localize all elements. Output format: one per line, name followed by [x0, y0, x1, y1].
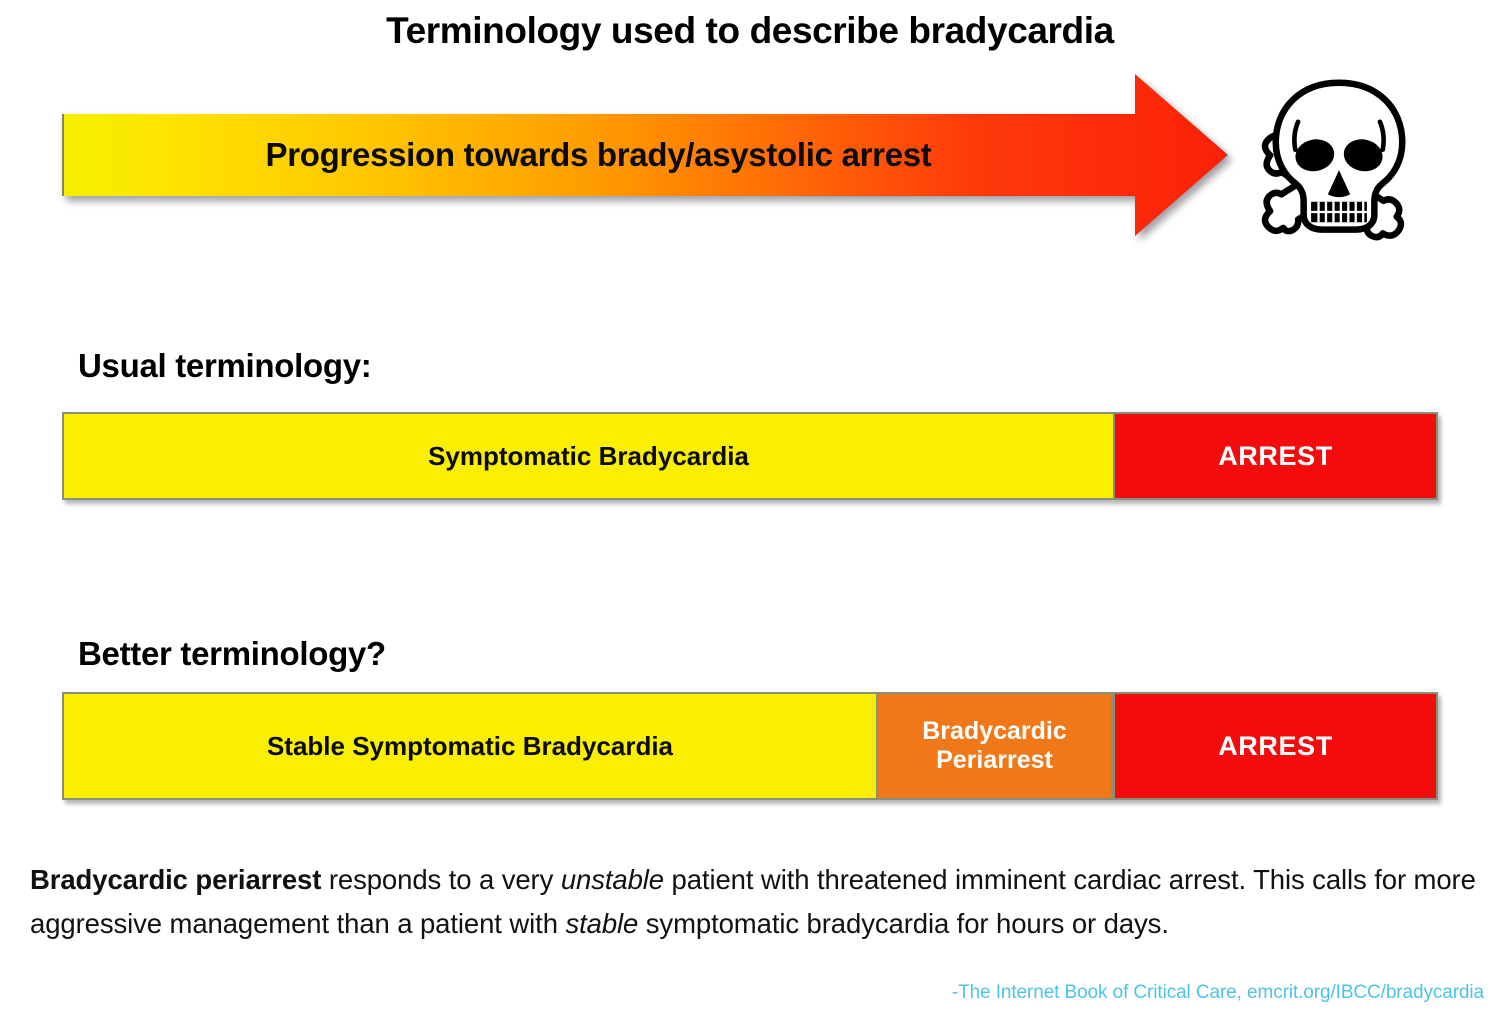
- progression-arrow: Progression towards brady/asystolic arre…: [62, 74, 1228, 244]
- better-segment-arrest: ARREST: [1113, 694, 1436, 798]
- explanation-italic-unstable: unstable: [560, 864, 664, 895]
- explanation-italic-stable: stable: [565, 908, 639, 939]
- progression-arrow-label: Progression towards brady/asystolic arre…: [265, 136, 932, 173]
- better-segment-bradycardic-periarrest: Bradycardic Periarrest: [876, 694, 1113, 798]
- explanation-bold-lead: Bradycardic periarrest: [30, 864, 322, 895]
- better-segment-stable-symptomatic-bradycardia: Stable Symptomatic Bradycardia: [64, 694, 876, 798]
- usual-segment-arrest: ARREST: [1113, 414, 1436, 498]
- usual-terminology-bar: Symptomatic Bradycardia ARREST: [62, 412, 1438, 500]
- skull-and-crossbones-icon: [1261, 79, 1406, 241]
- better-terminology-bar: Stable Symptomatic Bradycardia Bradycard…: [62, 692, 1438, 800]
- usual-segment-symptomatic-bradycardia: Symptomatic Bradycardia: [64, 414, 1113, 498]
- source-citation: -The Internet Book of Critical Care, emc…: [951, 982, 1484, 1003]
- explanation-part-2: patient with threatened imminent cardiac…: [30, 864, 1476, 939]
- explanation-paragraph: Bradycardic periarrest responds to a ver…: [30, 858, 1482, 946]
- explanation-part-3: symptomatic bradycardia for hours or day…: [638, 908, 1169, 939]
- better-terminology-heading: Better terminology?: [78, 635, 386, 672]
- explanation-part-1: responds to a very: [321, 864, 561, 895]
- better-segment-periarrest-line2: Periarrest: [936, 746, 1053, 774]
- page-title: Terminology used to describe bradycardia: [386, 10, 1114, 51]
- usual-terminology-heading: Usual terminology:: [78, 347, 372, 384]
- better-segment-periarrest-line1: Bradycardic: [922, 717, 1067, 745]
